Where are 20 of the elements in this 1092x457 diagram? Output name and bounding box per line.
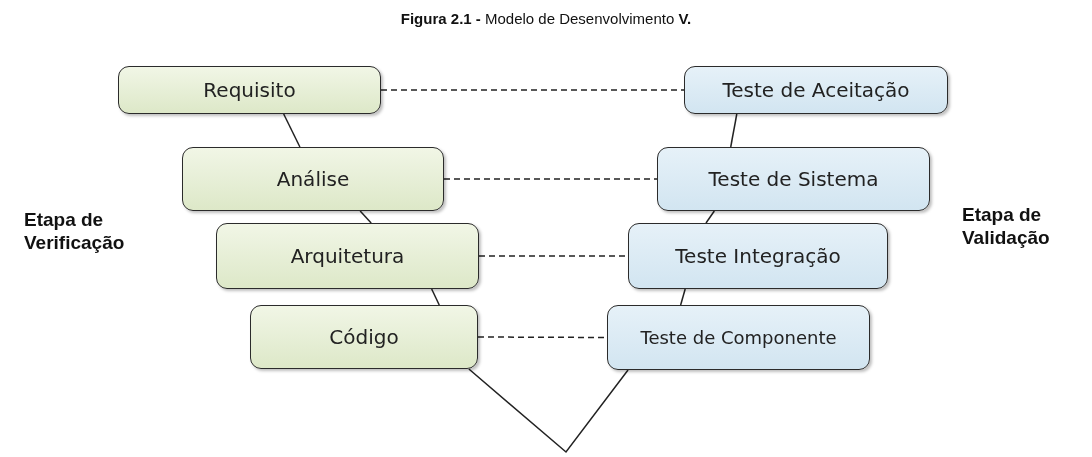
figure-title: Figura 2.1 - Modelo de Desenvolvimento V. — [399, 10, 693, 27]
phase-box: Teste de Aceitação — [684, 66, 948, 114]
phase-box: Teste Integração — [628, 223, 888, 289]
phase-box: Teste de Componente — [607, 305, 870, 370]
dashed-line — [443, 178, 658, 180]
phase-box: Requisito — [118, 66, 381, 114]
connector-line — [468, 368, 629, 454]
connector-line — [282, 113, 301, 148]
connector-line — [679, 288, 686, 306]
connector-line — [359, 210, 372, 224]
connector-line — [729, 113, 738, 148]
stage-label: Etapa de Validação — [962, 203, 1051, 249]
phase-box: Teste de Sistema — [657, 147, 930, 211]
phase-box: Arquitetura — [216, 223, 479, 289]
phase-box: Análise — [182, 147, 444, 211]
dashed-line — [380, 89, 685, 91]
stage-label: Etapa de Verificação — [24, 208, 126, 254]
connector-line — [705, 210, 716, 224]
connector-line — [430, 288, 440, 306]
phase-box: Código — [250, 305, 478, 369]
